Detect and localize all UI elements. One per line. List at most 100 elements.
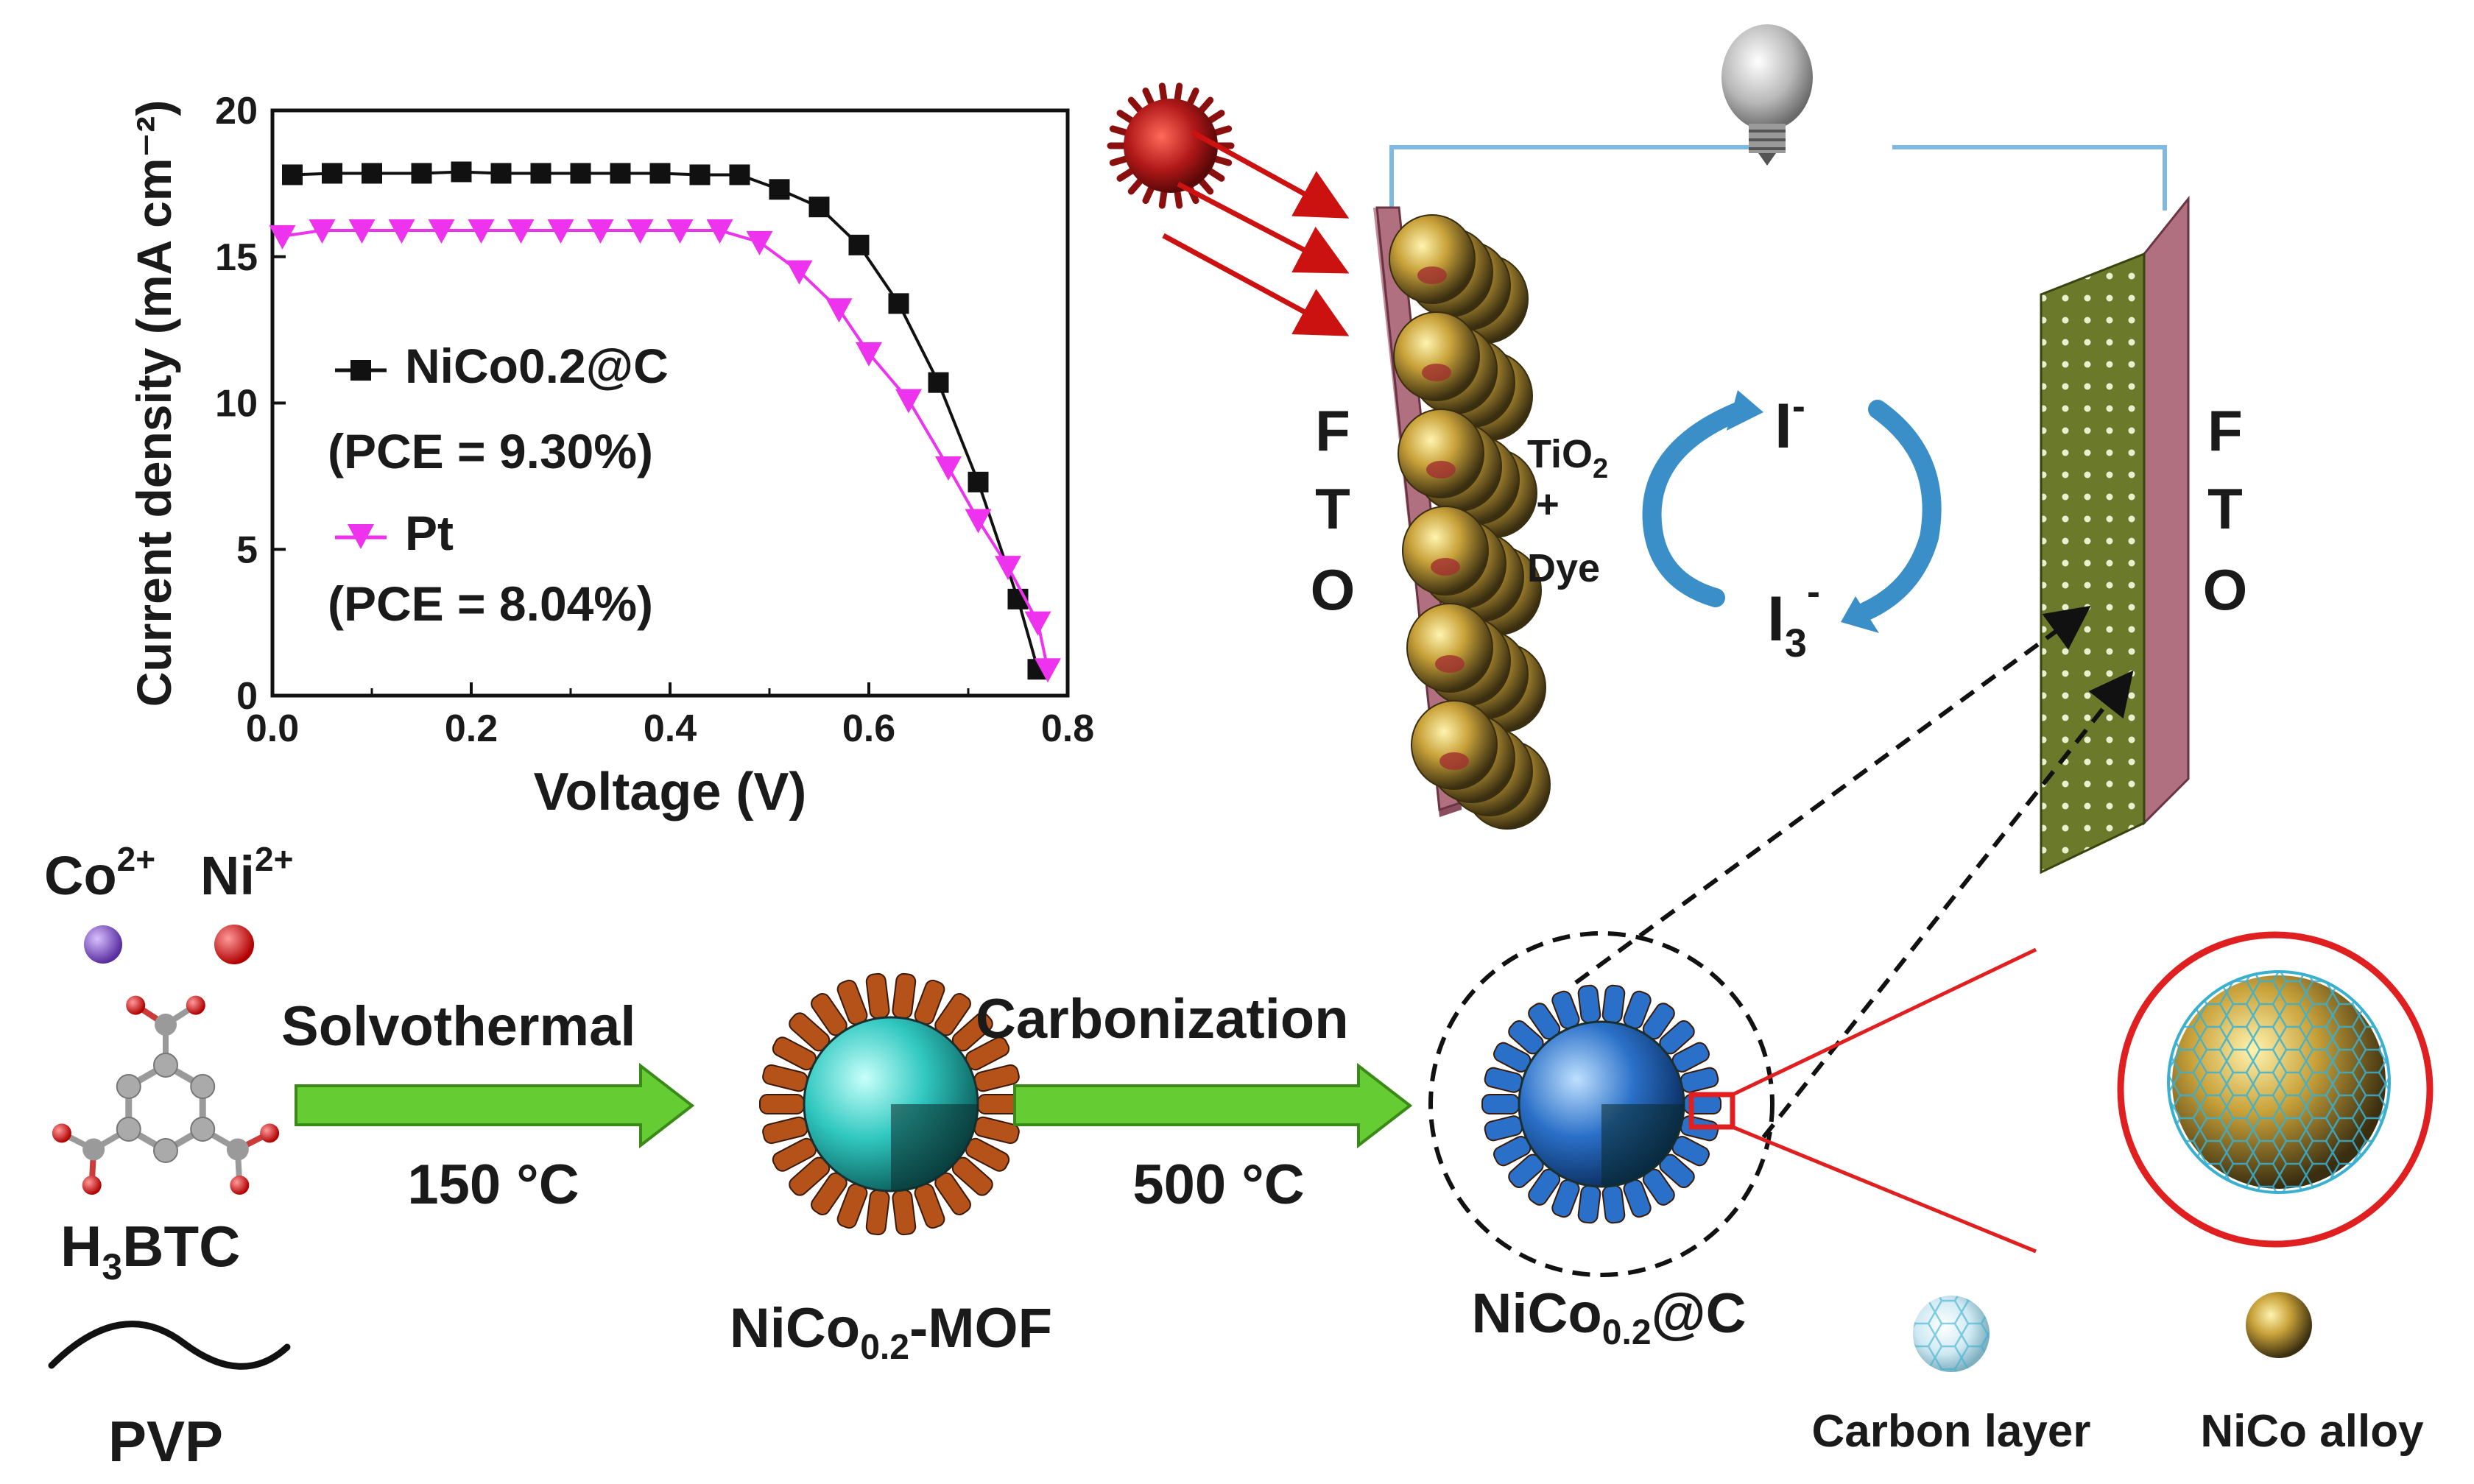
- legend-marker-pt: [348, 524, 374, 549]
- x-tick-label: 0.6: [842, 707, 895, 750]
- synthesis-scheme: Co2+ Ni2+ H3BTC PVP Solvothermal 150 °C …: [44, 840, 2434, 1474]
- data-point-pt: [856, 342, 882, 367]
- y-tick-label: 20: [215, 90, 258, 132]
- h3btc-label: H3BTC: [60, 1214, 240, 1287]
- data-point-pt: [269, 225, 296, 250]
- data-point-pt: [507, 219, 535, 244]
- data-point-pt: [995, 556, 1021, 581]
- data-point-nico: [848, 234, 870, 255]
- data-point-pt: [309, 219, 336, 244]
- left-fto-o: O: [1311, 557, 1356, 622]
- x-tick-label: 0.0: [246, 707, 299, 750]
- step1-arrow: [295, 1062, 695, 1149]
- counter-electrode-fto: [2040, 195, 2190, 875]
- x-axis-label: Voltage (V): [534, 763, 807, 822]
- zoom-line-bottom: [1732, 1125, 2037, 1254]
- data-point-pt: [627, 219, 654, 244]
- light-bulb-icon: [1721, 24, 1813, 166]
- light-rays: [1162, 130, 1350, 336]
- data-point-pt: [965, 509, 992, 534]
- zoom-box: [1688, 1092, 1735, 1130]
- data-point-pt: [428, 219, 455, 244]
- zoom-line-top: [1731, 947, 2037, 1097]
- data-point-pt: [895, 389, 922, 414]
- step1-temp-label: 150 °C: [407, 1153, 579, 1216]
- dye-label: Dye: [1527, 546, 1600, 590]
- right-fto-f: F: [2207, 398, 2243, 463]
- chart-series: [269, 161, 1061, 683]
- sun-icon: [1107, 82, 1235, 209]
- co-ion-label: Co2+: [44, 840, 155, 906]
- ni-ion-label: Ni2+: [200, 840, 293, 906]
- dssc-cell: F T O F T O TiO2 + Dye I- I3-: [1107, 24, 2248, 1139]
- h3btc-molecule: [52, 995, 280, 1195]
- data-point-nico: [610, 163, 631, 184]
- data-point-nico: [530, 163, 551, 184]
- nico-mof-particle: [759, 972, 1023, 1236]
- nico-alloy-icon: [2246, 1292, 2312, 1358]
- data-point-pt: [1024, 611, 1051, 636]
- triiodide-label: I3-: [1767, 570, 1820, 665]
- y-tick-label: 15: [215, 236, 258, 279]
- data-point-pt: [468, 219, 495, 244]
- step2-temp-label: 500 °C: [1132, 1153, 1304, 1216]
- legend-marker-nico: [350, 360, 371, 381]
- y-tick-label: 10: [215, 383, 258, 425]
- data-point-nico: [322, 163, 342, 184]
- data-point-nico: [282, 164, 303, 186]
- data-point-nico: [689, 164, 711, 186]
- zoom-lines-electrode: [1574, 605, 2134, 1139]
- pvp-label: PVP: [108, 1409, 223, 1474]
- legend-note-nico: (PCE = 9.30%): [328, 424, 653, 478]
- data-point-nico: [570, 163, 591, 184]
- step1-method-label: Solvothermal: [281, 995, 635, 1058]
- right-fto-t: T: [2207, 476, 2243, 541]
- redox-cycle-arrows: [1642, 390, 1942, 633]
- data-point-pt: [935, 456, 962, 481]
- data-point-pt: [666, 219, 694, 244]
- left-fto-f: F: [1315, 398, 1350, 463]
- x-tick-label: 0.8: [1041, 707, 1094, 750]
- carbon-layer-label: Carbon layer: [1811, 1406, 2090, 1457]
- iodide-label: I-: [1775, 384, 1805, 462]
- product-label: NiCo0.2@C: [1471, 1282, 1746, 1352]
- product-dashed-outline: [1428, 931, 1775, 1277]
- data-point-nico: [928, 372, 949, 393]
- data-point-pt: [746, 230, 773, 255]
- data-point-nico: [490, 163, 512, 184]
- data-point-pt: [388, 219, 415, 244]
- step2-method-label: Carbonization: [976, 988, 1349, 1050]
- plus-label: +: [1536, 482, 1560, 526]
- ni-ion-sphere: [214, 925, 254, 964]
- data-point-nico: [729, 164, 750, 186]
- nico-carbon-particle: [1481, 984, 1721, 1224]
- nico-alloy-label: NiCo alloy: [2200, 1406, 2424, 1457]
- data-point-nico: [649, 163, 671, 184]
- data-point-nico: [411, 163, 432, 184]
- data-point-pt: [706, 219, 733, 244]
- data-point-nico: [451, 161, 472, 183]
- chart-legend: NiCo0.2@C (PCE = 9.30%) Pt (PCE = 8.04%): [328, 339, 669, 631]
- legend-note-pt: (PCE = 8.04%): [328, 576, 653, 631]
- legend-label-pt: Pt: [405, 506, 454, 560]
- co-ion-sphere: [84, 925, 122, 964]
- pvp-chain: [48, 1321, 291, 1370]
- data-point-pt: [547, 219, 574, 244]
- tio2-label: TiO2: [1527, 432, 1608, 484]
- data-point-pt: [1035, 658, 1061, 683]
- data-point-pt: [348, 219, 376, 244]
- carbon-layer-icon: [1913, 1296, 1990, 1372]
- step2-arrow: [1013, 1062, 1413, 1149]
- data-point-pt: [587, 219, 614, 244]
- legend-label-nico: NiCo0.2@C: [405, 339, 669, 393]
- y-tick-label: 0: [236, 675, 258, 718]
- series-line-1: [282, 229, 1049, 670]
- data-point-nico: [888, 293, 909, 314]
- data-point-nico: [769, 179, 790, 200]
- right-fto-o: O: [2203, 557, 2248, 622]
- tio2-particles: [1389, 214, 1551, 830]
- x-tick-label: 0.4: [644, 707, 697, 750]
